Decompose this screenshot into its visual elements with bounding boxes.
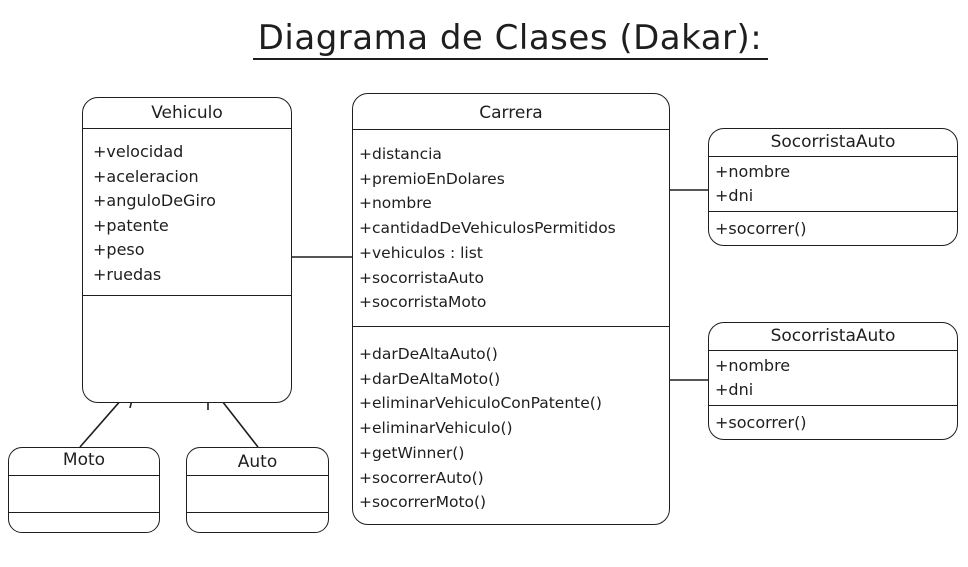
- class-name: Carrera: [479, 103, 543, 123]
- attribute: +ruedas: [93, 264, 162, 284]
- methods-divider: [353, 326, 669, 327]
- method-list: +socorrer(): [715, 411, 807, 435]
- attribute: +nombre: [359, 194, 432, 213]
- methods-divider: [709, 211, 957, 212]
- method: +eliminarVehiculoConPatente(): [359, 394, 602, 413]
- attribute: +vehiculos : list: [359, 243, 483, 262]
- attribute: +patente: [93, 215, 169, 235]
- diagram-title: Diagrama de Clases (Dakar):: [257, 18, 763, 58]
- header-divider: [9, 475, 159, 476]
- attribute: +nombre: [715, 356, 791, 375]
- header-divider: [709, 350, 957, 351]
- class-moto[interactable]: Moto: [8, 447, 160, 533]
- attribute: +nombre: [715, 162, 791, 181]
- attribute: +velocidad: [93, 142, 184, 161]
- class-socorrista-auto-1[interactable]: SocorristaAuto +nombre +dni +socorrer(): [708, 128, 958, 246]
- class-name: Auto: [237, 452, 278, 472]
- class-name: SocorristaAuto: [770, 132, 896, 152]
- method: +getWinner(): [359, 443, 465, 462]
- class-auto[interactable]: Auto: [186, 447, 329, 533]
- attribute: +cantidadDeVehiculosPermitidos: [359, 219, 616, 238]
- header-divider: [83, 128, 291, 129]
- attribute: +dni: [715, 380, 754, 399]
- methods-divider: [83, 295, 291, 296]
- attribute: +anguloDeGiro: [93, 191, 216, 210]
- attribute: +peso: [93, 240, 145, 259]
- method: +darDeAltaMoto(): [359, 369, 501, 388]
- class-socorrista-auto-2[interactable]: SocorristaAuto +nombre +dni +socorrer(): [708, 322, 958, 440]
- attribute: +socorristaAuto: [359, 268, 484, 287]
- attribute: +dni: [715, 186, 754, 205]
- method: +darDeAltaAuto(): [359, 345, 498, 363]
- class-name: Moto: [62, 450, 106, 470]
- attribute: +distancia: [359, 145, 442, 163]
- method: +socorrerMoto(): [359, 493, 487, 512]
- methods-divider: [9, 512, 159, 513]
- class-vehiculo[interactable]: Vehiculo +velocidad +aceleracion +angulo…: [82, 97, 292, 403]
- attribute: +premioEnDolares: [359, 169, 505, 188]
- attribute-list: +nombre +dni: [715, 354, 790, 402]
- attribute-list: +velocidad +aceleracion +anguloDeGiro +p…: [93, 140, 216, 287]
- attribute: +aceleracion: [93, 166, 199, 186]
- header-divider: [187, 475, 328, 476]
- attribute-list: +distancia +premioEnDolares +nombre +can…: [359, 142, 616, 315]
- methods-divider: [187, 512, 328, 513]
- method-list: +socorrer(): [715, 217, 807, 241]
- attribute: +socorristaMoto: [359, 293, 487, 312]
- method: +eliminarVehiculo(): [359, 419, 513, 438]
- method: +socorrer(): [715, 413, 807, 432]
- method: +socorrer(): [715, 219, 807, 238]
- method-list: +darDeAltaAuto() +darDeAltaMoto() +elimi…: [359, 342, 602, 515]
- method: +socorrerAuto(): [359, 468, 484, 487]
- header-divider: [709, 156, 957, 157]
- class-name: SocorristaAuto: [770, 326, 896, 346]
- class-name: Vehiculo: [151, 103, 223, 123]
- attribute-list: +nombre +dni: [715, 160, 790, 208]
- header-divider: [353, 129, 669, 130]
- title-underline: [253, 58, 768, 60]
- class-carrera[interactable]: Carrera +distancia +premioEnDolares +nom…: [352, 93, 670, 525]
- methods-divider: [709, 405, 957, 406]
